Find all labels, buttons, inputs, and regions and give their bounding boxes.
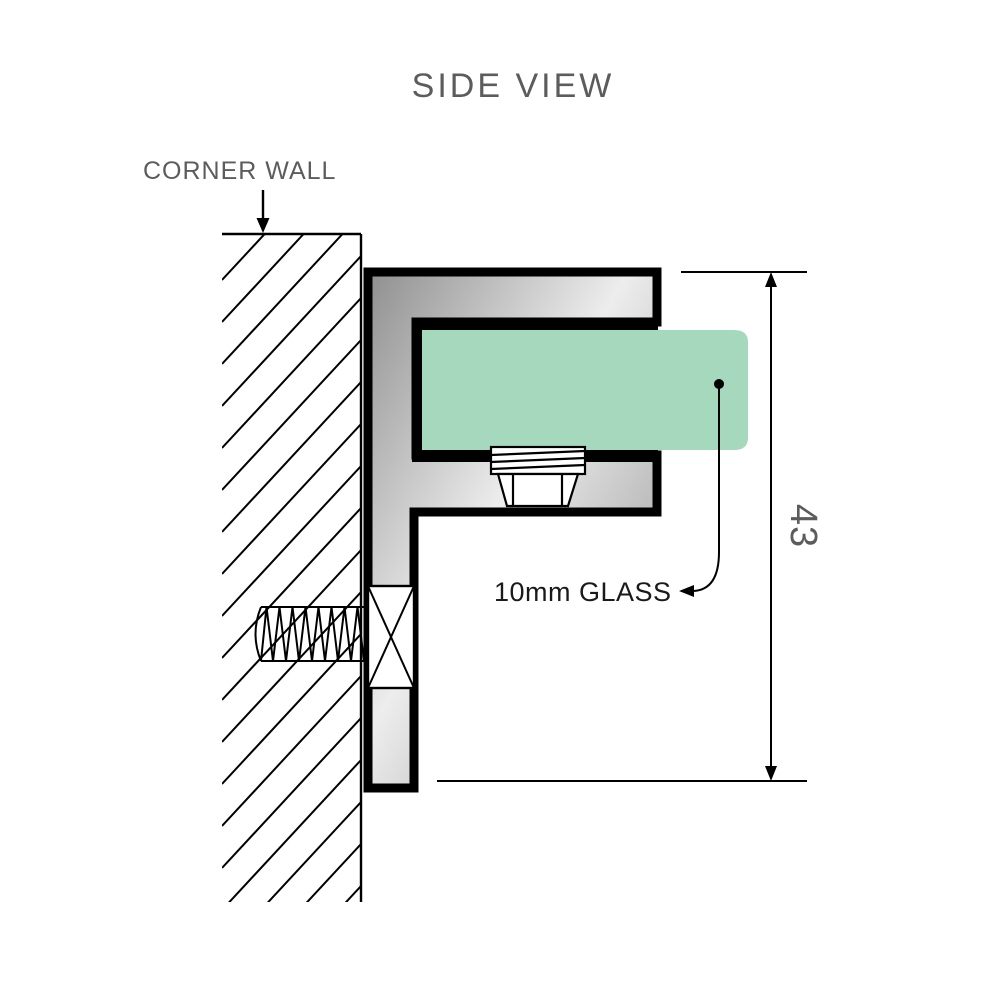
- hatch-line: [222, 633, 361, 785]
- down-arrowhead-icon: [256, 218, 270, 233]
- hatch-line: [305, 843, 361, 902]
- up-arrowhead-icon: [765, 272, 777, 287]
- grub-screw-thread-line: [490, 449, 586, 457]
- glass-panel: [422, 330, 748, 450]
- glass-pane: [422, 330, 748, 450]
- wall-screw: [254, 584, 416, 690]
- hatch-line: [266, 801, 361, 902]
- screw-head-cross-line: [367, 585, 415, 689]
- screw-tip: [254, 606, 262, 662]
- down-arrowhead-icon: [765, 766, 777, 781]
- hatch-line: [222, 465, 361, 617]
- grub-screw-body: [496, 472, 580, 508]
- hatch-line: [344, 885, 361, 902]
- hatch-line: [222, 234, 344, 365]
- hatch-line: [222, 297, 361, 449]
- hatch-line: [222, 675, 361, 827]
- corner-wall-callout: CORNER WALL: [143, 157, 336, 233]
- glass-label: 10mm GLASS: [494, 577, 672, 607]
- hatch-line: [222, 339, 361, 491]
- hatch-line: [222, 507, 361, 659]
- left-arrowhead-icon: [679, 585, 694, 597]
- leader-line: [692, 384, 720, 592]
- hatch-line: [228, 759, 361, 902]
- hatch-line: [222, 591, 361, 743]
- dimension-value: 43: [782, 504, 824, 548]
- page-title: SIDE VIEW: [412, 67, 615, 105]
- hatch-line: [222, 423, 361, 575]
- grub-screw-thread-line: [490, 456, 586, 464]
- hatch-line: [222, 549, 361, 701]
- grub-screw-thread-line: [490, 463, 586, 471]
- dimension: 43: [437, 271, 824, 782]
- hatch-line: [222, 717, 361, 869]
- grub-screw: [489, 445, 587, 508]
- screw-threads: [260, 606, 365, 662]
- wall: [222, 232, 363, 902]
- hatch-line: [222, 255, 361, 407]
- hatch-line: [222, 234, 305, 323]
- corner-wall-label: CORNER WALL: [143, 157, 336, 185]
- wall-hatching: [222, 234, 361, 902]
- hatch-line: [222, 381, 361, 533]
- hatch-line: [222, 234, 266, 281]
- glass-callout: 10mm GLASS: [494, 379, 724, 607]
